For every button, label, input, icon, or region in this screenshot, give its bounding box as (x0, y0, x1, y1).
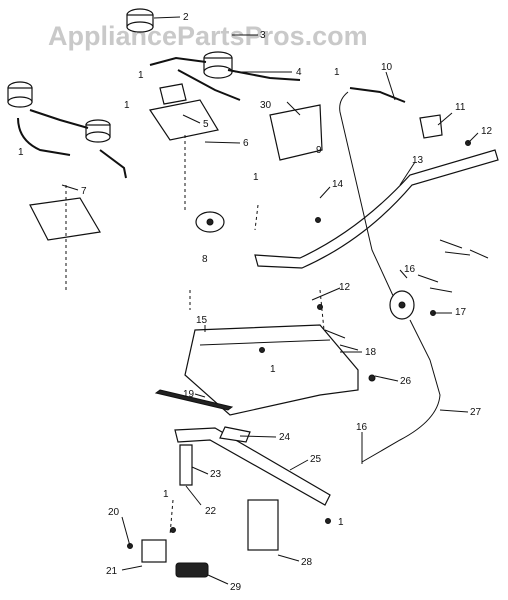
burner-bracket-small (159, 83, 187, 105)
gas-line-27 (361, 319, 441, 463)
callout-11: 11 (455, 102, 466, 113)
screws (127, 140, 471, 549)
callout-1a: 1 (138, 70, 144, 81)
callout-8: 8 (202, 254, 208, 265)
callout-14: 14 (332, 179, 344, 190)
align-line-4 (254, 204, 259, 231)
callout-1d: 1 (18, 147, 24, 158)
burner-tube-left (29, 109, 89, 129)
callout-21: 21 (106, 566, 118, 577)
valve-16 (389, 290, 415, 320)
callout-25: 25 (310, 454, 322, 465)
burner-box-15 (184, 324, 359, 416)
callout-24: 24 (279, 432, 291, 443)
align-line-3 (319, 289, 326, 341)
callout-13: 13 (412, 155, 424, 166)
burner-tube-top (149, 56, 207, 66)
callout-12a: 12 (481, 126, 493, 137)
burner-cap-top (126, 8, 154, 33)
callout-1g: 1 (163, 489, 169, 500)
callout-16b: 16 (356, 422, 368, 433)
leader-lines (61, 16, 479, 585)
burner-tube-23 (179, 444, 193, 486)
callout-4: 4 (296, 67, 302, 78)
manifold-pipe (254, 149, 499, 269)
callout-7: 7 (81, 186, 87, 197)
callout-27: 27 (470, 407, 482, 418)
callout-3: 3 (260, 30, 266, 41)
callout-1f: 1 (270, 364, 276, 375)
callout-6: 6 (243, 138, 249, 149)
callout-17: 17 (455, 307, 467, 318)
callout-5: 5 (203, 119, 209, 130)
gas-line-top (349, 87, 406, 103)
burner-tube-mid (177, 69, 241, 101)
valve-group (324, 239, 489, 351)
burner-bracket-left (29, 197, 101, 241)
burner-cap-right (203, 51, 233, 79)
callout-20: 20 (108, 507, 120, 518)
callout-1c: 1 (124, 100, 130, 111)
igniter-rod-19 (154, 389, 234, 411)
burner-tube-left-lower (17, 117, 71, 156)
callout-26: 26 (400, 376, 412, 387)
regulator-11 (419, 114, 443, 139)
callout-19: 19 (183, 389, 195, 400)
burner-cap-front (85, 119, 111, 143)
callout-1b: 1 (334, 67, 340, 78)
part-29 (175, 562, 209, 578)
burner-bracket-6 (149, 99, 219, 141)
valve-8 (195, 211, 225, 233)
callout-numbers: 2 3 1 4 1 1 5 6 1 7 30 10 11 12 13 14 9 … (18, 12, 493, 593)
watermark-text: AppliancePartsPros.com (48, 21, 368, 51)
gas-line-vertical (339, 91, 396, 301)
burner-tube-right (227, 69, 301, 81)
callout-30: 30 (260, 100, 272, 111)
oven-burner-tube-25 (174, 427, 331, 506)
callout-18: 18 (365, 347, 377, 358)
callout-9: 9 (316, 145, 322, 156)
igniter-28 (247, 499, 279, 551)
callout-10: 10 (381, 62, 393, 73)
burner-tube-front (99, 149, 127, 179)
callout-22: 22 (205, 506, 217, 517)
callout-29: 29 (230, 582, 242, 593)
callout-16a: 16 (404, 264, 416, 275)
callout-15: 15 (196, 315, 208, 326)
callout-28: 28 (301, 557, 313, 568)
callout-12b: 12 (339, 282, 351, 293)
bracket-21 (141, 539, 167, 563)
callout-2: 2 (183, 12, 189, 23)
callout-23: 23 (210, 469, 222, 480)
bracket-24 (219, 426, 251, 443)
burner-cap-left (7, 81, 33, 108)
heat-shield-30 (269, 104, 323, 161)
callout-1e: 1 (253, 172, 259, 183)
callout-1h: 1 (338, 517, 344, 528)
burner-box-edge (199, 339, 331, 346)
